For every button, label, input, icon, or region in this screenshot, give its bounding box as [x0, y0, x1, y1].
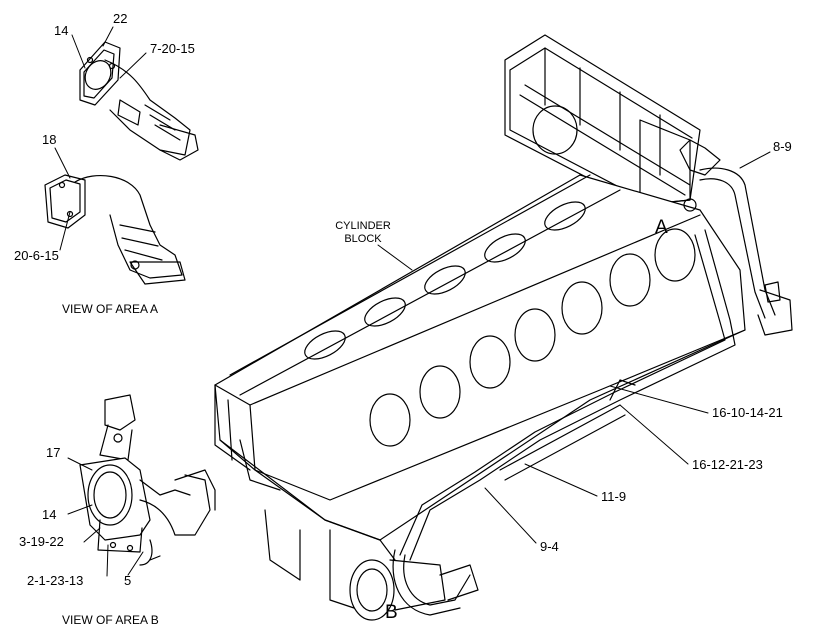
detail-b-housing — [79, 394, 216, 566]
callout-2-1-23-13: 2-1-23-13 — [27, 573, 84, 588]
callout-5: 5 — [124, 573, 132, 588]
detail-a-lower-elbow — [44, 174, 186, 285]
detail-a-upper-elbow — [79, 41, 199, 161]
area-b-marker: B — [385, 602, 398, 623]
callout-9-4: 9-4 — [540, 539, 559, 554]
callout-14-a: 14 — [54, 23, 69, 38]
callout-22: 22 — [113, 11, 128, 26]
callout-3-19-22: 3-19-22 — [19, 534, 64, 549]
leader-lines — [54, 26, 771, 577]
callout-17: 17 — [46, 445, 61, 460]
callout-16-12-21-23: 16-12-21-23 — [692, 457, 763, 472]
cylinder-block-label: CYLINDER BLOCK — [326, 220, 400, 246]
caption-view-b: VIEW OF AREA B — [62, 613, 159, 627]
callout-11-9: 11-9 — [601, 489, 627, 504]
callout-14-b: 14 — [42, 507, 57, 522]
callout-8-9: 8-9 — [773, 139, 792, 154]
cylinder-block-label-line2: BLOCK — [344, 233, 382, 245]
cylinder-block-label-line1: CYLINDER — [335, 220, 391, 232]
water-pipes — [392, 167, 793, 616]
cylinder-block — [214, 174, 746, 611]
area-a-marker: A — [655, 217, 668, 238]
callout-20-6-15: 20-6-15 — [14, 248, 59, 263]
front-pump-area — [349, 559, 479, 621]
callout-7-20-15: 7-20-15 — [150, 41, 195, 56]
connector-end — [679, 139, 781, 303]
caption-view-a: VIEW OF AREA A — [62, 302, 159, 316]
aftercooler-housing — [504, 34, 701, 206]
callout-18: 18 — [42, 132, 57, 147]
callout-16-10-14-21: 16-10-14-21 — [712, 405, 783, 420]
